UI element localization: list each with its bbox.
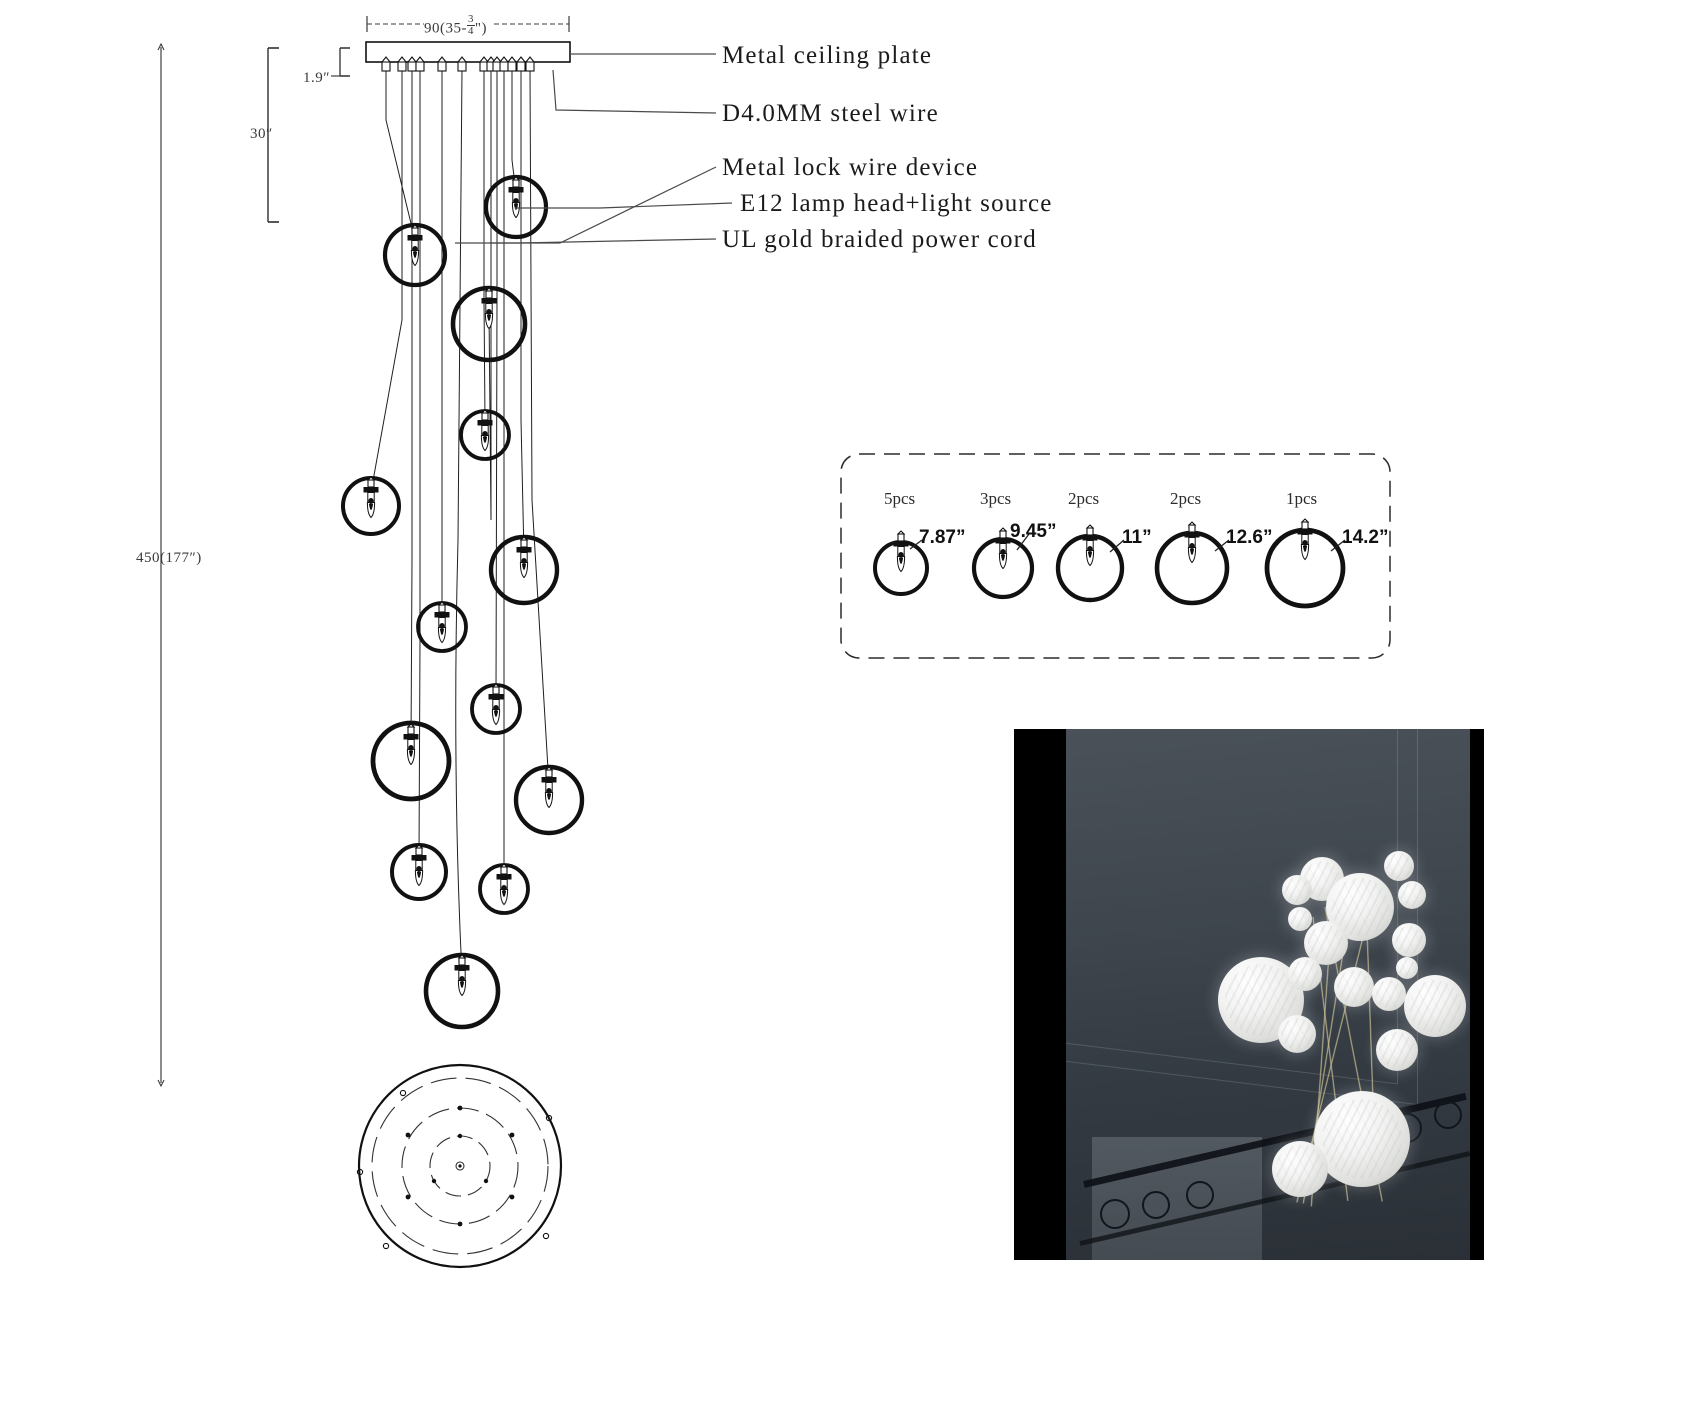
photo-globe-8 [1392,923,1426,957]
photo-globe-15 [1278,1015,1316,1053]
photo-globe-12 [1334,967,1374,1007]
photo-globe-17 [1314,1091,1410,1187]
wire-terminator-group [380,56,536,72]
callout-metal-lock-wire-device: Metal lock wire device [722,154,979,181]
photo-matte-right [1470,729,1484,1260]
legend-qty-4: 1pcs [1286,489,1318,508]
callout-lamp-head: E12 lamp head+light source [740,190,1053,217]
legend-qty-2: 2pcs [1068,489,1100,508]
plan-view [356,1063,563,1269]
railing-scroll-3 [1186,1181,1214,1209]
dim-drop-30: 30″ [250,126,273,142]
legend-size-4: 14.2” [1342,527,1389,548]
railing-scroll-1 [1100,1199,1130,1229]
legend-qty-0: 5pcs [884,489,916,508]
photo-globe-10 [1218,957,1304,1043]
railing-scroll-6 [1434,1101,1462,1129]
drop-30in-dimension [267,47,279,223]
photo-globe-4 [1384,851,1414,881]
legend-size-1: 9.45” [1010,521,1057,542]
dim-total-drop: 450(177″) [136,550,202,566]
legend-size-leader-group [909,533,1346,553]
photo-globe-16 [1376,1029,1418,1071]
callout-leader-group [455,53,733,244]
photo-content [1066,729,1470,1260]
callout-power-cord: UL gold braided power cord [722,226,1037,253]
legend-size-3: 12.6” [1226,527,1273,548]
plate-width-dimension [366,16,570,32]
steel-wire-group [370,69,550,976]
photo-globe-11 [1288,957,1322,991]
pendant-globe-group [341,174,585,1030]
legend-qty-1: 3pcs [980,489,1012,508]
railing-scroll-2 [1142,1191,1170,1219]
legend-size-2: 11” [1122,527,1152,548]
photo-globe-5 [1398,881,1426,909]
metal-ceiling-plate [365,41,571,63]
legend-qty-3: 2pcs [1170,489,1202,508]
legend-size-0: 7.87” [919,527,966,548]
photo-globe-2 [1282,875,1312,905]
photo-globe-14 [1404,975,1466,1037]
photo-globe-18 [1272,1141,1328,1197]
photo-globe-9 [1396,957,1418,979]
callout-metal-ceiling-plate: Metal ceiling plate [722,42,933,69]
installation-photo [1014,729,1484,1260]
callout-steel-wire: D4.0MM steel wire [722,100,939,127]
photo-globe-6 [1288,907,1312,931]
stair-wall [1092,1137,1262,1260]
legend-box [840,453,1391,659]
dim-plate-thickness: 1.9″ [303,70,330,86]
globe [370,720,452,802]
photo-globe-13 [1372,977,1406,1011]
overall-height-dimension [157,42,165,1088]
plate-thickness-dimension [331,47,350,77]
photo-globe-7 [1304,921,1348,965]
photo-matte-left [1014,729,1066,1260]
